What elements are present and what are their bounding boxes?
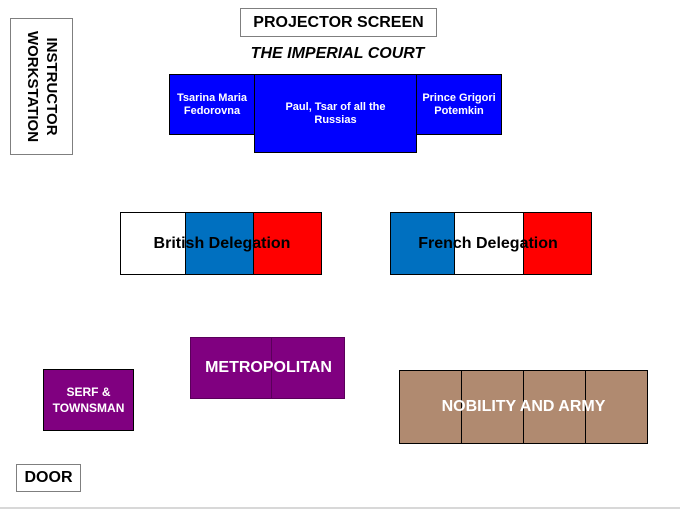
imperial-court-title: THE IMPERIAL COURT (250, 45, 425, 62)
serf-townsman-label: SERF & TOWNSMAN (52, 385, 125, 415)
door-label: DOOR (16, 464, 81, 492)
french-seat-blue (390, 212, 455, 275)
potemkin-seat: Prince Grigori Potemkin (416, 74, 502, 135)
nobility-seat-1 (399, 370, 462, 444)
nobility-seat-4 (585, 370, 648, 444)
serf-townsman-seat: SERF & TOWNSMAN (43, 369, 134, 431)
instructor-workstation-label: INSTRUCTOR WORKSTATION (24, 30, 61, 143)
nobility-army: NOBILITY AND ARMY (399, 370, 648, 444)
nobility-seat-3 (523, 370, 586, 444)
french-delegation: French Delegation (390, 212, 592, 275)
nobility-seat-2 (461, 370, 524, 444)
tsarina-seat: Tsarina Maria Fedorovna (169, 74, 255, 135)
british-seat-blue (185, 212, 254, 275)
page-bottom-divider (0, 507, 680, 509)
tsar-seat: Paul, Tsar of all the Russias (254, 74, 417, 153)
metropolitan-seat-right (271, 337, 345, 399)
potemkin-label: Prince Grigori Potemkin (422, 91, 496, 117)
tsarina-label: Tsarina Maria Fedorovna (176, 91, 248, 117)
projector-screen-label: PROJECTOR SCREEN (240, 8, 437, 37)
british-seat-white (120, 212, 186, 275)
french-seat-white (454, 212, 524, 275)
tsar-label: Paul, Tsar of all the Russias (285, 100, 386, 126)
instructor-workstation: INSTRUCTOR WORKSTATION (10, 18, 73, 155)
french-seat-red (523, 212, 592, 275)
british-delegation: British Delegation (120, 212, 322, 275)
metropolitan-seat-left (190, 337, 272, 399)
british-seat-red (253, 212, 322, 275)
metropolitan: METROPOLITAN (190, 337, 345, 399)
